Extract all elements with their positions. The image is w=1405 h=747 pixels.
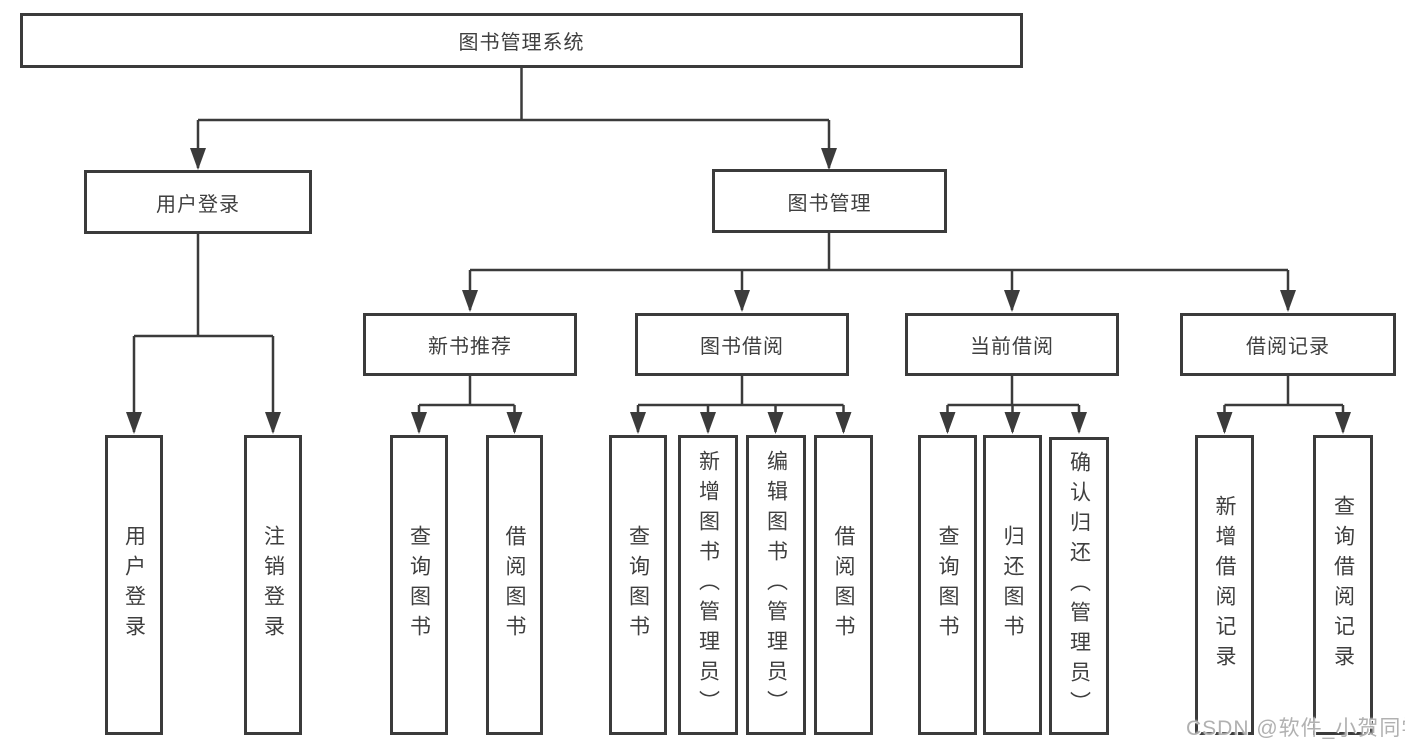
node-book-borrowing: 图书借阅 [635, 313, 849, 376]
edge-bookmgmt-to-level3 [462, 233, 1296, 312]
leaf-query-books-current: 查询图书 [918, 435, 977, 735]
node-user-login-label: 用户登录 [156, 193, 240, 216]
leaf-query-borrow-record-label: 查询借阅记录 [1331, 495, 1355, 675]
leaf-logout: 注销登录 [244, 435, 302, 735]
node-book-borrowing-label: 图书借阅 [700, 336, 784, 358]
leaf-query-books-recommend-label: 查询图书 [407, 525, 431, 645]
leaf-confirm-return-admin: 确认归还（管理员） [1049, 437, 1109, 735]
csdn-watermark: CSDN @软件_小贺同学 [1186, 717, 1405, 740]
leaf-borrow-books-recommend: 借阅图书 [486, 435, 543, 735]
leaf-logout-label: 注销登录 [261, 525, 285, 645]
leaf-query-books-current-label: 查询图书 [936, 525, 959, 645]
leaf-add-borrow-record-label: 新增借阅记录 [1213, 495, 1236, 675]
node-user-login: 用户登录 [84, 170, 312, 234]
node-current-borrowing: 当前借阅 [905, 313, 1119, 376]
leaf-query-books-borrowing: 查询图书 [609, 435, 667, 735]
leaf-borrow-books-recommend-label: 借阅图书 [503, 525, 526, 645]
node-new-book-recommend-label: 新书推荐 [428, 336, 512, 358]
node-borrowing-records: 借阅记录 [1180, 313, 1396, 376]
leaf-confirm-return-admin-label: 确认归还（管理员） [1067, 451, 1091, 721]
leaf-add-books-admin: 新增图书（管理员） [678, 435, 738, 735]
leaf-return-books-label: 归还图书 [1001, 525, 1024, 645]
node-root: 图书管理系统 [20, 13, 1023, 68]
leaf-query-books-borrowing-label: 查询图书 [626, 525, 650, 645]
leaf-edit-books-admin-label: 编辑图书（管理员） [764, 450, 788, 720]
leaf-query-books-recommend: 查询图书 [390, 435, 448, 735]
edge-currentborrow-to-leaves [939, 376, 1087, 434]
leaf-borrow-books-borrowing-label: 借阅图书 [832, 525, 855, 645]
edge-root-to-level2 [190, 68, 837, 170]
node-new-book-recommend: 新书推荐 [363, 313, 577, 376]
leaf-edit-books-admin: 编辑图书（管理员） [746, 435, 806, 735]
leaf-add-books-admin-label: 新增图书（管理员） [696, 450, 720, 720]
node-book-management-label: 图书管理 [787, 192, 872, 215]
edge-userlogin-to-leaves [126, 234, 281, 434]
leaf-user-login-label: 用户登录 [122, 525, 146, 645]
node-current-borrowing-label: 当前借阅 [970, 336, 1054, 358]
node-book-management: 图书管理 [712, 169, 947, 233]
node-borrowing-records-label: 借阅记录 [1246, 336, 1330, 358]
edge-borrowrecords-to-leaves [1216, 376, 1351, 434]
leaf-borrow-books-borrowing: 借阅图书 [814, 435, 873, 735]
node-root-label: 图书管理系统 [458, 32, 585, 54]
edge-bookborrow-to-leaves [630, 376, 852, 434]
leaf-add-borrow-record: 新增借阅记录 [1195, 435, 1254, 735]
leaf-query-borrow-record: 查询借阅记录 [1313, 435, 1373, 735]
edge-newbookrec-to-leaves [411, 376, 523, 434]
leaf-user-login: 用户登录 [105, 435, 163, 735]
leaf-return-books: 归还图书 [983, 435, 1042, 735]
